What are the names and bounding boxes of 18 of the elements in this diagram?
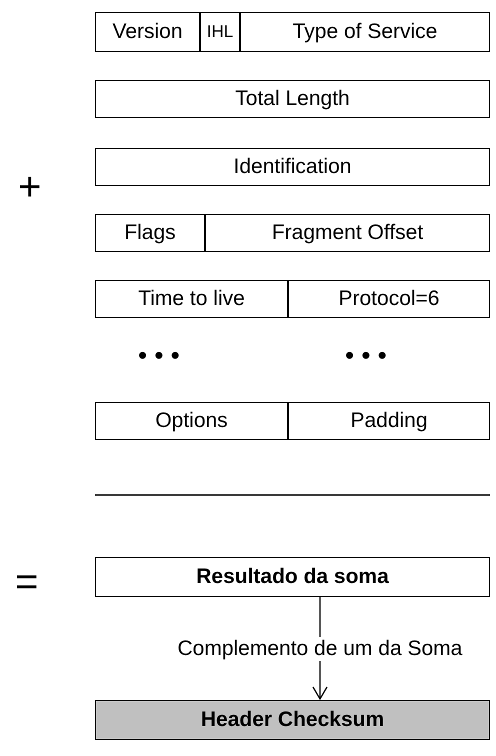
header-field: Protocol=6 <box>288 280 490 318</box>
header-field: IHL <box>200 12 240 52</box>
edge-label: Complemento de um da Soma <box>178 636 462 660</box>
header-field: Type of Service <box>240 12 490 52</box>
checksum-box: Header Checksum <box>95 700 490 740</box>
header-field: Time to live <box>95 280 288 318</box>
header-field: Fragment Offset <box>205 214 490 252</box>
result-box: Resultado da soma <box>95 557 490 597</box>
header-field: Padding <box>288 402 490 440</box>
ellipsis: • • • <box>138 340 180 371</box>
header-field: Version <box>95 12 200 52</box>
header-field: Total Length <box>95 80 490 118</box>
header-field: Options <box>95 402 288 440</box>
ellipsis: • • • <box>345 340 387 371</box>
header-field: Identification <box>95 148 490 186</box>
plus-sign: + <box>18 165 42 210</box>
header-field: Flags <box>95 214 205 252</box>
equals-sign: = <box>15 560 38 605</box>
